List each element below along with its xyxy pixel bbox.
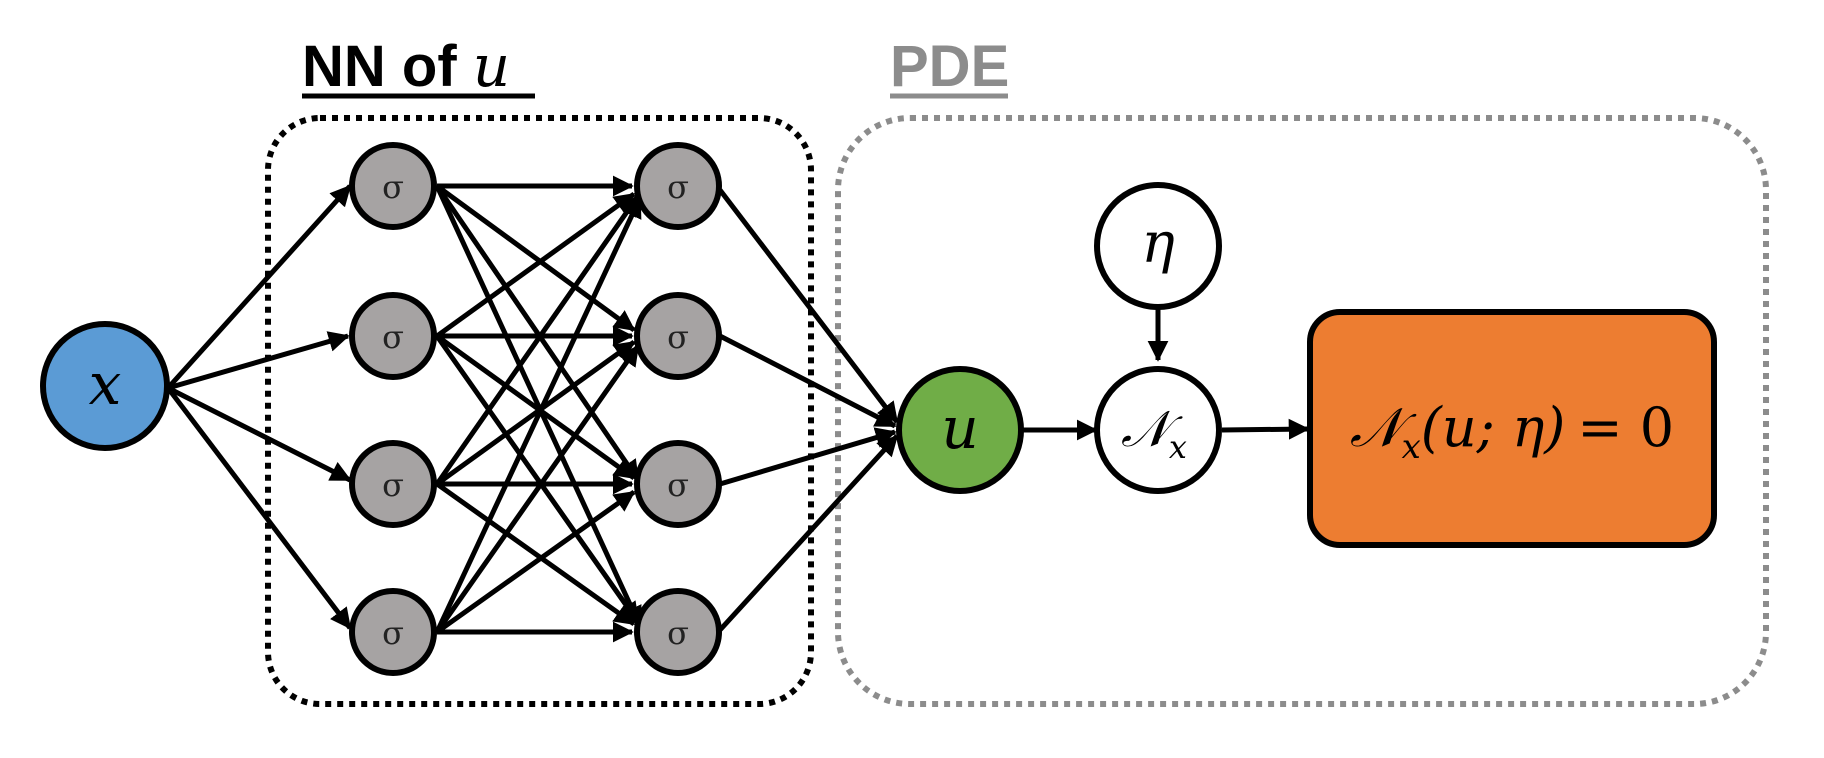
edge: [718, 333, 897, 429]
equation-box-rect: [1307, 309, 1717, 548]
neuron-label: σ: [382, 168, 404, 206]
neuron-circle: [349, 440, 437, 528]
operator-node-subscript: x: [1169, 428, 1187, 466]
pde-title-text: PDE: [890, 34, 1009, 99]
edge: [435, 191, 636, 339]
nn-group-box: [265, 115, 814, 707]
edge: [167, 331, 350, 391]
edge: [434, 344, 641, 634]
edges-hidden2-to-output: [718, 188, 899, 632]
input-node: x: [40, 321, 170, 451]
hidden-neuron: σ: [634, 142, 722, 230]
neuron-circle: [634, 588, 722, 676]
input-node-circle: [40, 321, 170, 451]
hidden-neuron: σ: [349, 588, 437, 676]
equation-rhs: = 0: [1577, 396, 1674, 459]
neuron-label: σ: [382, 466, 404, 504]
svg-text:NN of u: NN of u: [302, 32, 510, 100]
nn-title-prefix: NN of: [302, 34, 473, 99]
hidden-neuron: σ: [349, 440, 437, 528]
neuron-label: σ: [382, 318, 404, 356]
neuron-circle: [349, 588, 437, 676]
parameter-node-label: η: [1141, 211, 1175, 276]
neuron-label: σ: [667, 614, 689, 652]
edge: [166, 386, 352, 630]
edge: [435, 489, 636, 635]
edge: [435, 333, 636, 481]
edge: [435, 339, 636, 487]
edges-pde: [1018, 308, 1310, 441]
edge: [434, 196, 643, 634]
output-node-circle: [896, 366, 1024, 494]
neuron-circle: [634, 292, 722, 380]
edge: [718, 434, 899, 632]
edge: [434, 194, 641, 486]
pde-group-box: [835, 115, 1769, 707]
neuron-label: σ: [382, 614, 404, 652]
equation-text: 𝒩x(u; η)= 0: [1350, 396, 1674, 467]
edge: [166, 184, 352, 390]
neuron-circle: [634, 440, 722, 528]
operator-node: 𝒩x: [1094, 366, 1222, 494]
operator-node-circle: [1094, 366, 1222, 494]
output-node: u: [896, 366, 1024, 494]
edge: [435, 183, 636, 333]
hidden-neuron: σ: [634, 440, 722, 528]
parameter-node: η: [1094, 182, 1222, 310]
edges-hidden1-to-hidden2: [434, 175, 643, 643]
edge: [434, 334, 641, 624]
edge: [435, 481, 636, 627]
hidden-neuron: σ: [349, 292, 437, 380]
equation-subscript: x: [1402, 427, 1421, 467]
edge: [166, 385, 352, 483]
edges-input-to-hidden1: [166, 184, 352, 630]
nn-title-variable: u: [473, 32, 510, 100]
neuron-label: σ: [667, 466, 689, 504]
edge: [434, 184, 641, 482]
output-node-label: u: [941, 394, 978, 462]
hidden-neuron: σ: [349, 142, 437, 230]
equation-arguments: (u; η): [1421, 396, 1566, 459]
edge: [434, 184, 643, 628]
hidden-layer-2: σ σ σ σ: [634, 142, 722, 676]
input-node-label: x: [89, 350, 122, 418]
hidden-neuron: σ: [634, 292, 722, 380]
edge: [719, 427, 897, 487]
edge: [718, 188, 899, 424]
neuron-circle: [349, 142, 437, 230]
hidden-neuron: σ: [634, 588, 722, 676]
edge-operator-to-equation: [1221, 418, 1310, 440]
parameter-node-circle: [1094, 182, 1222, 310]
nn-title: NN of u: [302, 32, 535, 100]
neuron-circle: [634, 142, 722, 230]
neuron-circle: [349, 292, 437, 380]
equation-box: 𝒩x(u; η)= 0: [1307, 309, 1717, 548]
hidden-layer-1: σ σ σ σ: [349, 142, 437, 676]
neuron-label: σ: [667, 318, 689, 356]
neuron-label: σ: [667, 168, 689, 206]
pde-title: PDE: [890, 34, 1009, 99]
